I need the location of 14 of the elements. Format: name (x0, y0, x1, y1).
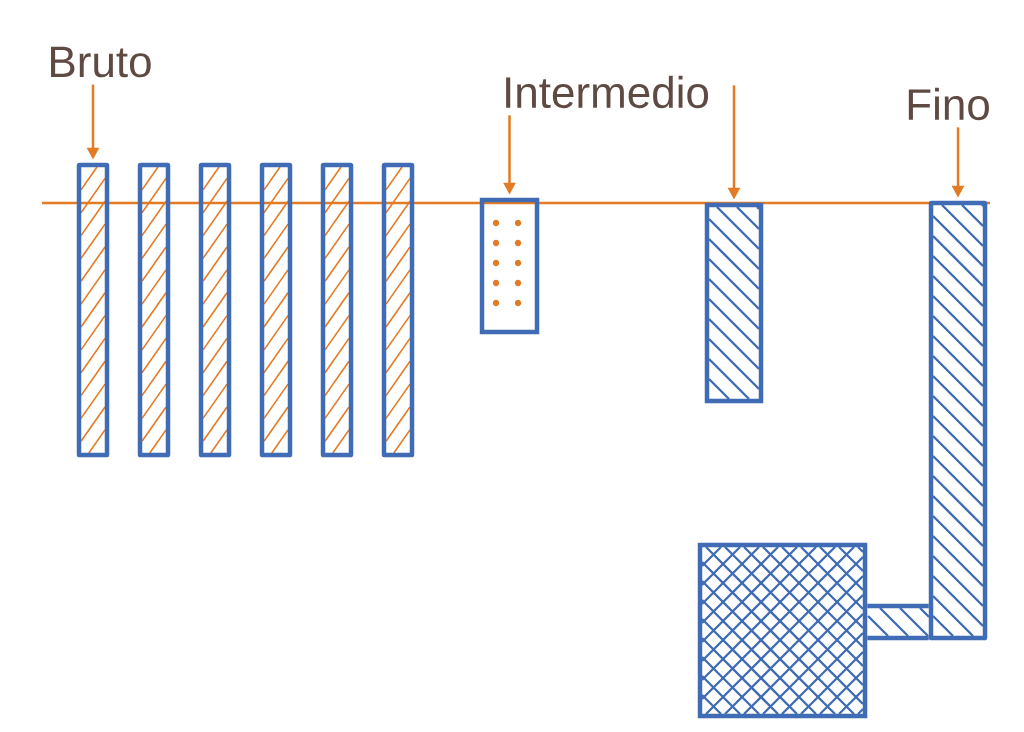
label: Bruto (51, 46, 151, 78)
coarse-bar (137, 162, 171, 458)
coarse-bar (259, 162, 293, 458)
coarse-bar (381, 162, 415, 458)
hatched-channel (865, 603, 931, 641)
label: Fino (908, 87, 989, 121)
perforated-screen (479, 197, 540, 335)
coarse-bar (320, 162, 354, 458)
hatched-screen (928, 200, 988, 641)
coarse-bar (198, 162, 232, 458)
hatched-screen (704, 202, 764, 404)
coarse-bar (76, 162, 110, 458)
label: Intermedio (506, 75, 709, 109)
mesh-screen (697, 542, 868, 719)
